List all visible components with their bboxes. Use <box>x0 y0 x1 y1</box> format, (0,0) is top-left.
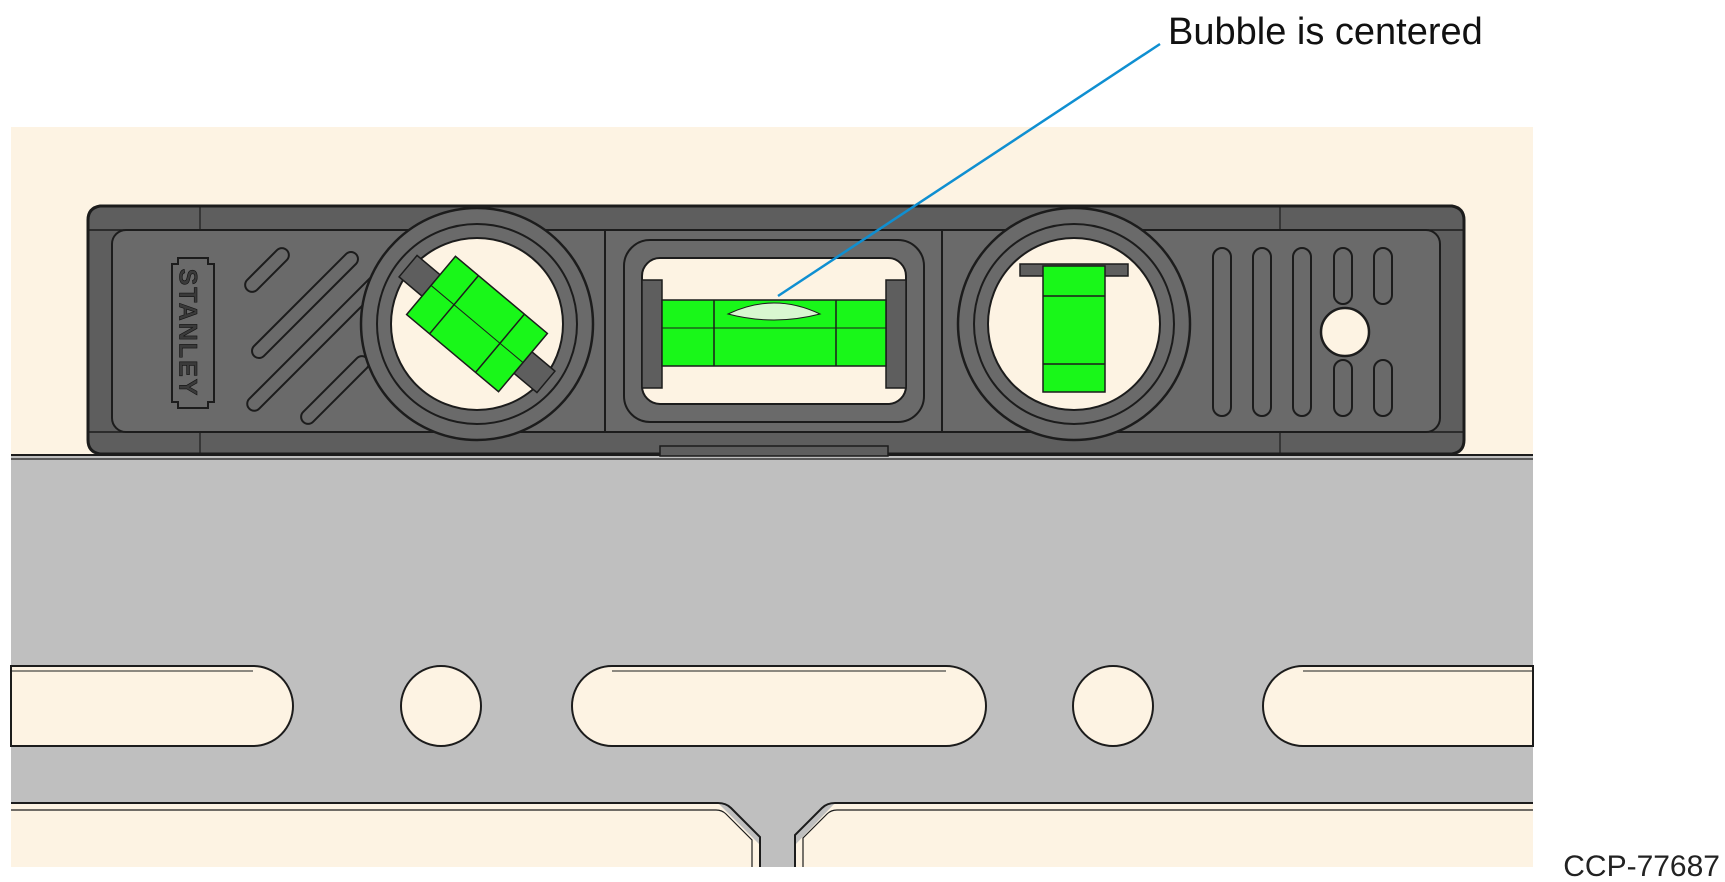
hang-hole <box>1319 306 1371 358</box>
plate-slots <box>10 665 1534 747</box>
grip-grooves-right <box>1212 247 1393 417</box>
centered-bubble <box>726 302 822 321</box>
callout-leader-line <box>777 42 1161 298</box>
torpedo-level-icon: STANLEY <box>86 204 1466 457</box>
slot-right <box>1262 665 1534 747</box>
figure-id: CCP-77687 <box>1563 850 1720 882</box>
vial-45-ring <box>359 206 595 442</box>
bubble-vial-icon <box>661 299 887 367</box>
slot-center <box>571 665 987 747</box>
brand-name: STANLEY <box>173 269 201 398</box>
bubble-vial-icon <box>1042 265 1106 393</box>
hole-1 <box>400 665 482 747</box>
callout-label: Bubble is centered <box>1168 11 1483 53</box>
slot-left <box>10 665 294 747</box>
bubble-vial-icon <box>398 254 556 394</box>
mounting-plate <box>11 454 1533 867</box>
grip-grooves-left <box>244 247 394 425</box>
vial-horizontal-window <box>623 239 925 423</box>
vial-plumb-ring <box>956 206 1192 442</box>
brand-plate: STANLEY <box>171 257 215 409</box>
hole-2 <box>1072 665 1154 747</box>
